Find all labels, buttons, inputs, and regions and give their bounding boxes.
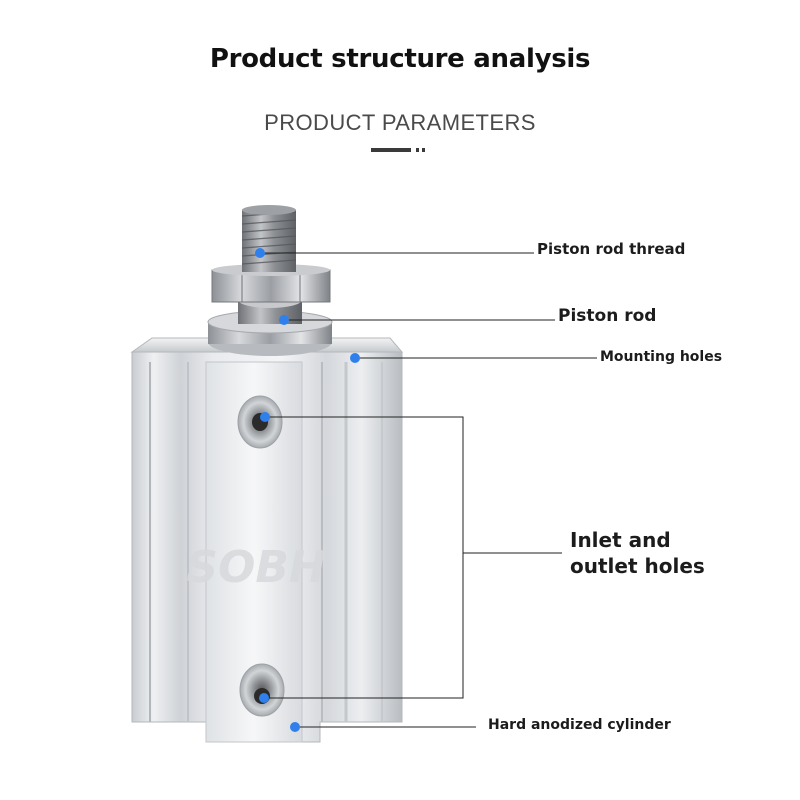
leader-lines [261,252,597,728]
marker-mount [350,353,360,363]
marker-inlet [260,412,270,422]
label-mounting-holes: Mounting holes [600,349,723,365]
marker-outlet [259,693,269,703]
divider-dot [422,148,425,152]
label-piston-rod: Piston rod [558,306,657,326]
marker-thread [255,248,265,258]
watermark: SOBH [186,542,325,593]
label-inlet-line1: Inlet and [570,528,671,552]
divider-dot [416,148,419,152]
marker-rod [279,315,289,325]
label-piston-rod-thread: Piston rod thread [537,240,686,258]
label-hard-anodized: Hard anodized cylinder [488,717,671,733]
marker-dots [255,248,360,732]
divider-bar [371,148,411,152]
page-title: Product structure analysis [209,44,591,74]
page-subtitle: PRODUCT PARAMETERS [264,110,536,135]
marker-body [290,722,300,732]
label-inlet-outlet: Inlet and outlet holes [570,527,705,579]
label-inlet-line2: outlet holes [570,554,705,578]
